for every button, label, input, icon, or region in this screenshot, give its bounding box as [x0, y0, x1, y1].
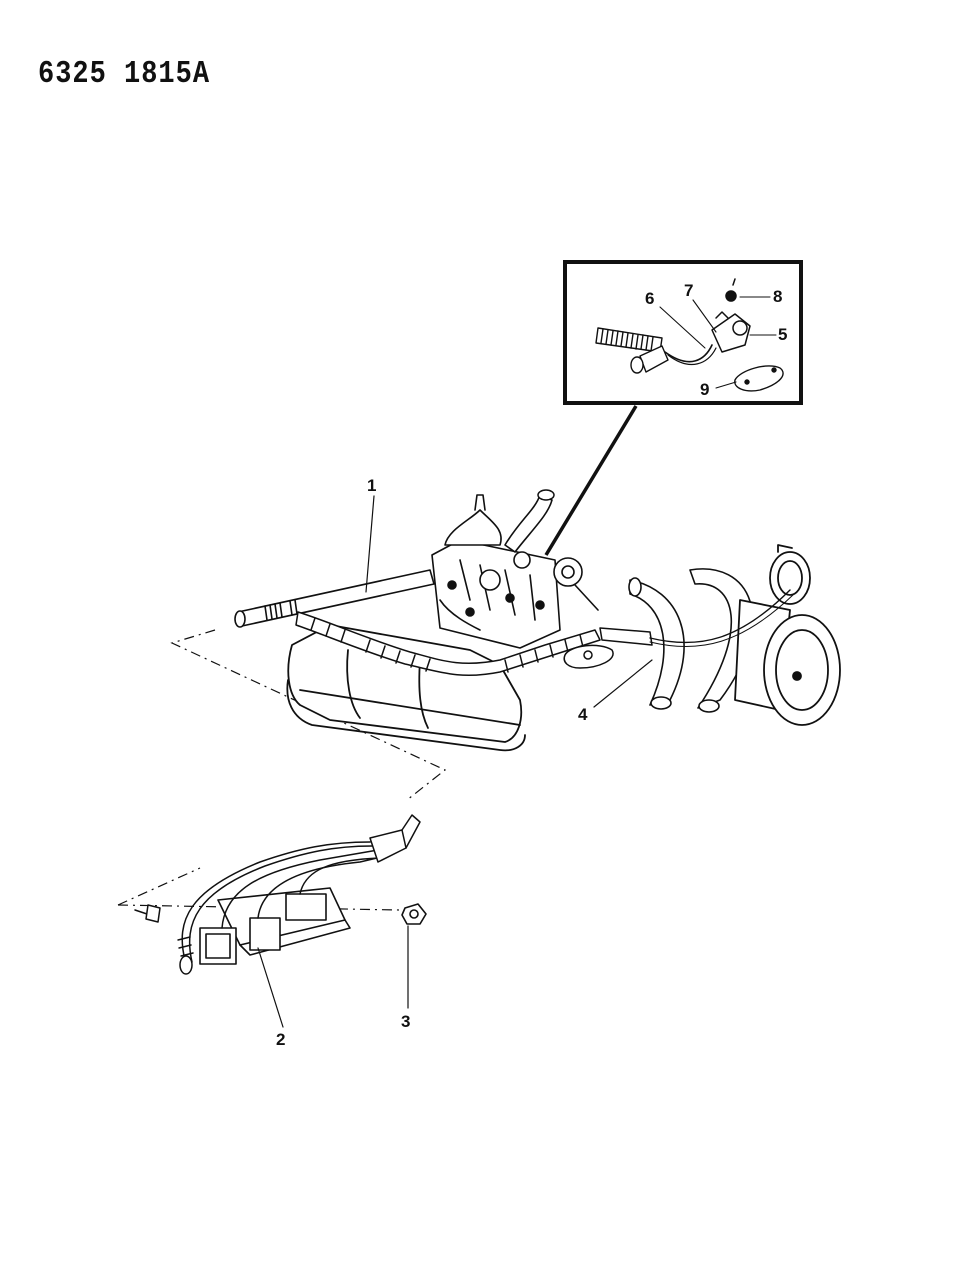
vacuum-valve: [553, 557, 599, 611]
inset-gasket: [734, 365, 784, 392]
inset-corrugated-hose: [595, 327, 669, 374]
air-pipe: [234, 569, 435, 628]
corrugated-hose-front: [295, 611, 601, 677]
callout-6: 6: [645, 289, 655, 308]
leader-2: [257, 947, 284, 1028]
vacuum-fitting: [563, 644, 614, 669]
solenoid-assembly: [117, 814, 427, 975]
carburetor: [431, 494, 561, 649]
connector-tube: [599, 627, 653, 646]
intake-manifold: [286, 624, 526, 752]
callout-9: 9: [700, 380, 710, 399]
callout-leaders: [257, 495, 653, 1028]
callout-5: 5: [778, 325, 788, 344]
callout-3: 3: [401, 1012, 411, 1031]
engine-assembly: [170, 489, 841, 801]
vacuum-cable: [649, 589, 791, 644]
callout-7: 7: [684, 281, 694, 300]
nut: [401, 903, 427, 925]
upper-hose: [504, 494, 553, 553]
solenoids: [199, 893, 327, 965]
document-id: 6325 1815A: [38, 58, 211, 93]
wiring-harness: [177, 814, 421, 975]
callout-4: 4: [578, 705, 588, 724]
inset-valve: [711, 278, 751, 353]
callout-2: 2: [276, 1030, 286, 1049]
inset-leaders: [659, 296, 777, 389]
phantom-line-left: [170, 629, 447, 801]
callout-1: 1: [367, 476, 377, 495]
air-cleaner-pulley: [734, 544, 841, 726]
inset-vacuum-tube: [664, 344, 713, 363]
inset-leader: [544, 405, 638, 556]
mounting-bracket: [217, 887, 351, 956]
leader-1: [365, 495, 375, 593]
inset-detail: [544, 260, 803, 556]
leader-4: [593, 659, 653, 708]
mounting-screw: [134, 904, 161, 923]
callout-8: 8: [773, 287, 783, 306]
